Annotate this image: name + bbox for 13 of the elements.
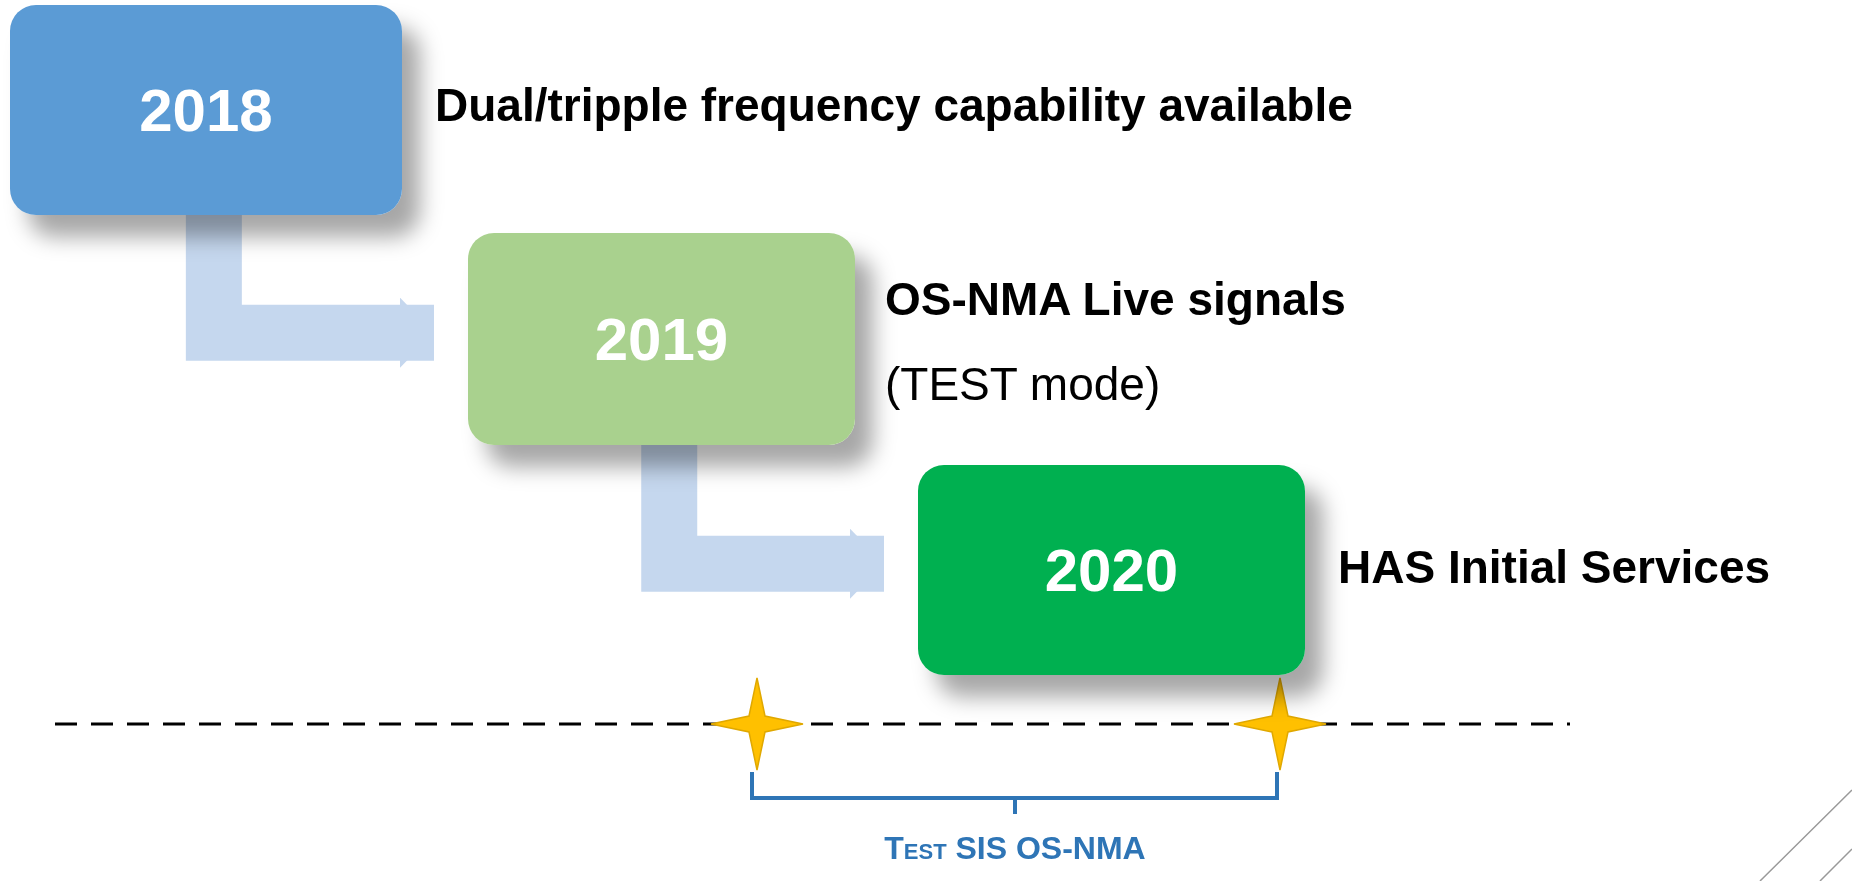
milestone-note: (TEST mode) [885,357,1161,411]
year-text: 2018 [139,75,273,145]
milestone-text: Dual/tripple frequency capability available [435,78,1353,132]
year-box [918,465,1305,675]
year-text: 2020 [1044,535,1179,605]
year-box [10,5,402,215]
year-box [468,233,855,445]
milestone-text: HAS Initial Services [1338,540,1771,594]
year-text: 2019 [594,304,729,374]
bent-arrow [641,445,884,599]
bracket-label: Test SIS OS-NMA [884,830,1146,867]
bent-arrow [185,215,434,368]
milestone-text: OS-NMA Live signals [885,272,1346,326]
